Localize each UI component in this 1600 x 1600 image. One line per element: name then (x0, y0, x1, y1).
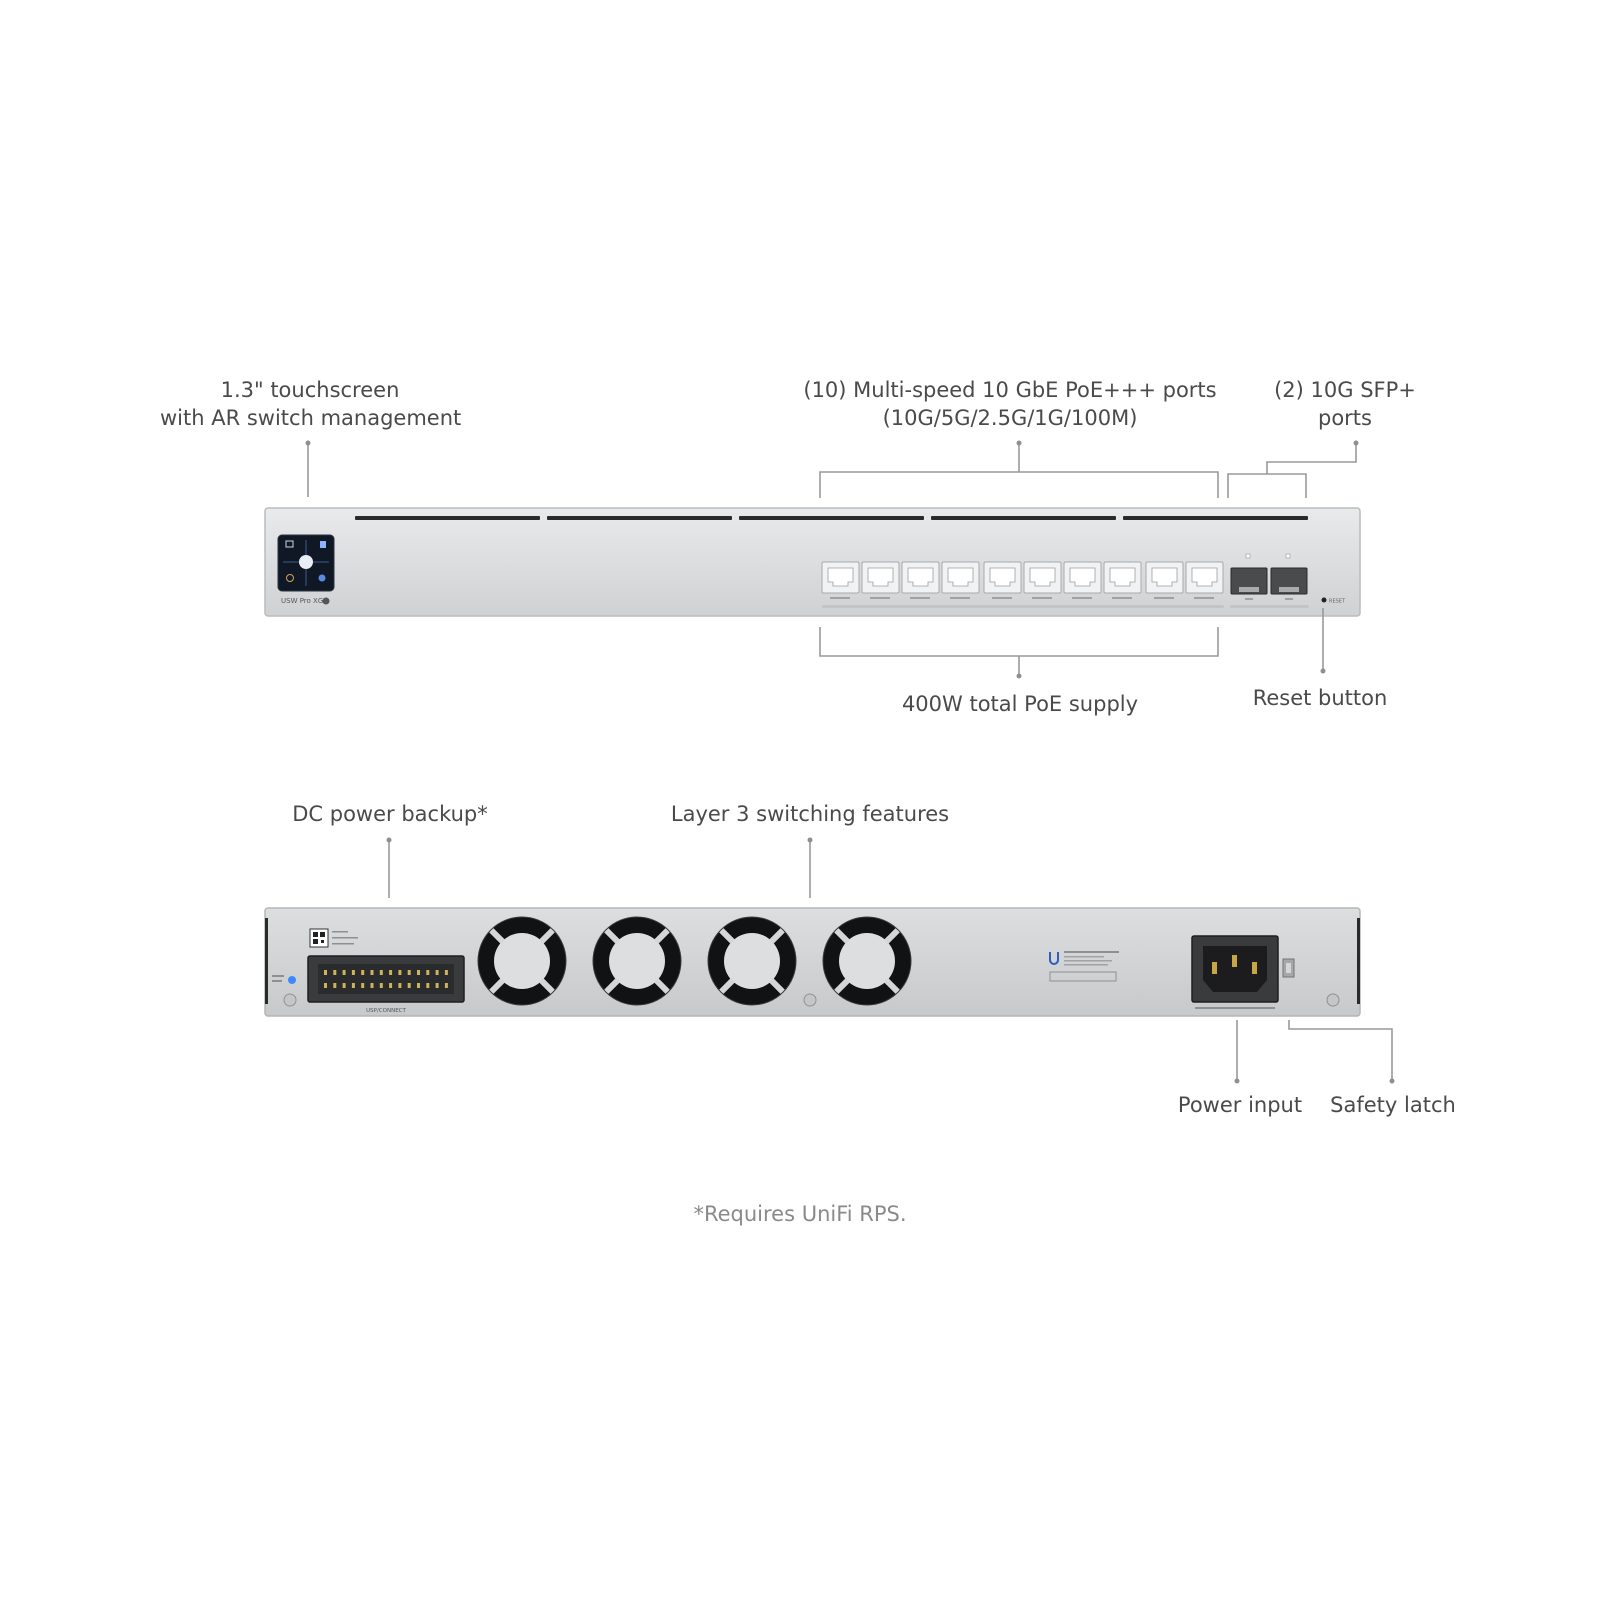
touchscreen[interactable] (277, 534, 335, 592)
rear-fans (477, 916, 912, 1006)
rj45-port-label (1032, 597, 1052, 599)
dc-power-connector[interactable] (307, 955, 465, 1003)
sfp-port[interactable] (1270, 567, 1308, 595)
rear-screws (283, 993, 1340, 1007)
multispeed-ports-callout-line1: (10) Multi-speed 10 GbE PoE+++ ports (803, 378, 1217, 402)
rear-leaders (386, 837, 1395, 1084)
rear-chassis: USP/CONNECT (264, 907, 1361, 1017)
fan-icon (477, 916, 567, 1006)
rj45-port[interactable] (901, 561, 940, 594)
dc-connector-label: USP/CONNECT (366, 1008, 406, 1014)
rj45-port-label (830, 597, 850, 599)
sfp-port[interactable] (1230, 567, 1268, 595)
sfp-led (1245, 553, 1251, 559)
rj45-port[interactable] (1023, 561, 1062, 594)
fan-icon (822, 916, 912, 1006)
multispeed-ports-callout-line2: (10G/5G/2.5G/1G/100M) (882, 406, 1138, 430)
ubiquiti-logo-icon (1049, 952, 1059, 965)
touchscreen-lock-icon (320, 541, 326, 548)
rear-qr-code (309, 928, 358, 948)
poe-leader-dot (1016, 673, 1022, 679)
rj45-port[interactable] (1185, 561, 1224, 594)
sfp-port-label (1285, 598, 1293, 600)
touchscreen-callout-line2: with AR switch management (160, 406, 462, 430)
dc-connector-pins (324, 970, 448, 988)
fan-icon (707, 916, 797, 1006)
touchscreen-window-icon (285, 540, 294, 548)
front-chassis: USW Pro XG RESET (264, 507, 1361, 617)
rear-right-edge (1357, 918, 1360, 1004)
rj45-port-label (1194, 597, 1214, 599)
sfp-ports-callout-line1: (2) 10G SFP+ (1274, 378, 1416, 402)
rj45-port-label (992, 597, 1012, 599)
sfp-port-strip (1230, 605, 1309, 608)
safety-latch-leader-dot (1389, 1078, 1395, 1084)
rear-status-led (288, 976, 296, 984)
power-input-inlet[interactable] (1191, 935, 1279, 1003)
sfp-ports (1230, 553, 1308, 600)
rj45-port-label (1112, 597, 1132, 599)
rj45-port[interactable] (983, 561, 1022, 594)
touchscreen-callout-line1: 1.3" touchscreen (220, 378, 400, 402)
power-input-leader-dot (1234, 1078, 1240, 1084)
rj45-port-label (1154, 597, 1174, 599)
multispeed-leader-dot (1016, 440, 1022, 446)
touchscreen-power-icon (286, 574, 294, 582)
sfp-leader-dot (1353, 440, 1359, 446)
rear-led-label-2 (272, 980, 282, 982)
front-vents (355, 516, 1308, 520)
rj45-port[interactable] (1103, 561, 1142, 594)
rj45-port[interactable] (861, 561, 900, 594)
safety-latch[interactable] (1282, 958, 1295, 978)
reset-button-callout: Reset button (1252, 686, 1388, 710)
sfp-bracket (1227, 473, 1307, 498)
reset-leader-dot (1320, 668, 1326, 674)
rj45-port[interactable] (1063, 561, 1102, 594)
rear-left-edge (265, 918, 268, 1004)
rj45-port-label (870, 597, 890, 599)
layer3-callout: Layer 3 switching features (670, 802, 950, 826)
front-info-icon (322, 597, 330, 605)
rj45-port[interactable] (1145, 561, 1184, 594)
front-leaders (305, 440, 1359, 679)
layer3-leader-dot (807, 837, 813, 843)
reset-label: RESET (1329, 599, 1346, 605)
power-input-label (1195, 1007, 1275, 1009)
rj45-port[interactable] (941, 561, 980, 594)
touchscreen-leader-dot (305, 440, 311, 446)
rj45-port-label (1072, 597, 1092, 599)
touchscreen-callout: 1.3" touchscreen with AR switch manageme… (160, 376, 462, 432)
safety-latch-callout: Safety latch (1330, 1093, 1456, 1117)
front-model-label: USW Pro XG (281, 597, 323, 605)
fan-icon (592, 916, 682, 1006)
sfp-port-label (1245, 598, 1253, 600)
power-input-callout: Power input (1177, 1093, 1303, 1117)
sfp-led (1285, 553, 1291, 559)
sfp-leader (1266, 443, 1357, 474)
multispeed-bracket (819, 471, 1219, 498)
sfp-ports-callout-line2: ports (1318, 406, 1372, 430)
rear-regulatory-label (1049, 951, 1119, 982)
reset-button[interactable] (1321, 597, 1327, 603)
dc-power-backup-callout: DC power backup* (292, 802, 488, 826)
rj45-port-label (950, 597, 970, 599)
poe-supply-callout: 400W total PoE supply (901, 692, 1139, 716)
rj45-ports (821, 561, 1224, 599)
safety-latch-leader (1288, 1020, 1393, 1081)
rj45-port[interactable] (821, 561, 860, 594)
touchscreen-globe-icon (318, 574, 326, 582)
dc-power-leader-dot (386, 837, 392, 843)
multispeed-ports-callout: (10) Multi-speed 10 GbE PoE+++ ports (10… (800, 376, 1220, 432)
rj45-port-strip (822, 605, 1224, 608)
poe-bracket (819, 627, 1219, 657)
rear-led-label (272, 975, 284, 977)
rj45-port-label (910, 597, 930, 599)
footnote: *Requires UniFi RPS. (693, 1202, 907, 1226)
sfp-ports-callout: (2) 10G SFP+ ports (1255, 376, 1435, 432)
touchscreen-center-icon (299, 555, 313, 569)
